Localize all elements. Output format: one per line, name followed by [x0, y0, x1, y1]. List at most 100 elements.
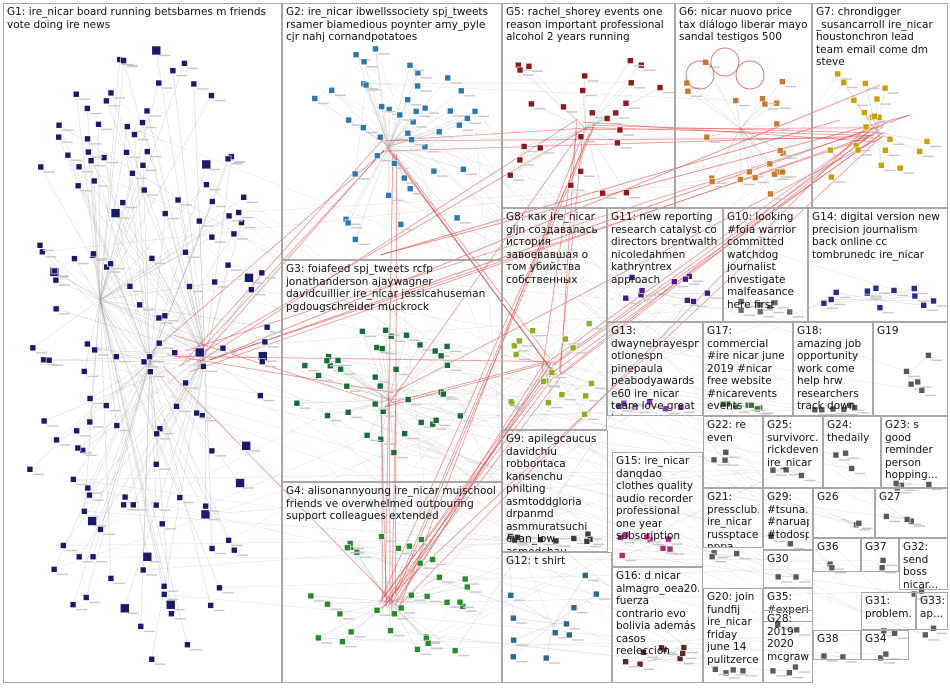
node-g1 [53, 436, 60, 444]
node-g1 [91, 346, 98, 354]
group-box-g36 [813, 538, 861, 572]
group-box-g38 [813, 630, 861, 660]
node-g1 [258, 358, 266, 365]
node-g13 [620, 400, 628, 408]
node-g5 [516, 156, 524, 164]
edge [388, 99, 408, 147]
edge [876, 132, 882, 166]
node-g1 [102, 402, 110, 409]
node-g1 [202, 502, 209, 510]
edge [156, 354, 206, 465]
edge [740, 81, 783, 129]
node-g1 [224, 155, 232, 163]
node-g4 [463, 583, 471, 591]
node-g1 [261, 338, 269, 346]
edge [363, 127, 915, 297]
node-g14 [872, 285, 880, 292]
edge [75, 94, 101, 301]
node-g1 [137, 623, 145, 630]
node-g1 [85, 148, 92, 156]
edge [314, 61, 365, 99]
group-box-g23 [881, 416, 948, 488]
node-g1 [103, 97, 110, 105]
node-g6 [746, 168, 753, 176]
node-g1 [87, 516, 97, 526]
node-g10 [786, 308, 793, 316]
edge [327, 415, 433, 560]
node-g14 [930, 297, 937, 305]
group-box-g7 [812, 3, 948, 208]
node-g5 [581, 72, 588, 80]
edge [428, 469, 787, 644]
edge-highlight [185, 128, 586, 363]
node-g1 [75, 553, 83, 561]
node-g7 [873, 95, 881, 103]
edge [185, 382, 726, 461]
edge [654, 653, 683, 661]
node-g1 [52, 276, 60, 284]
edge [243, 197, 844, 658]
node-g1 [130, 501, 137, 509]
edge [399, 114, 787, 471]
edge [32, 347, 772, 537]
edge [388, 596, 428, 602]
node-g15 [643, 533, 651, 541]
node-g14 [920, 301, 928, 309]
group-box-g29 [763, 488, 813, 550]
node-g4 [443, 599, 451, 606]
node-g11 [622, 294, 630, 302]
node-g4 [451, 647, 459, 654]
edge [106, 361, 151, 406]
node-g17 [719, 400, 727, 408]
edge-highlight [196, 150, 385, 355]
edge [380, 385, 852, 469]
node-g27 [883, 513, 890, 520]
edge-highlight [555, 126, 875, 378]
edge [706, 128, 741, 138]
node-g5 [567, 181, 575, 189]
edge [551, 367, 592, 384]
edge [54, 271, 206, 356]
edge [328, 356, 390, 401]
node-g1 [107, 89, 115, 97]
node-g3 [401, 430, 408, 437]
edge-highlight [379, 114, 911, 256]
node-g7 [916, 148, 924, 155]
node-g19 [925, 352, 932, 359]
node-g12 [510, 614, 517, 622]
node-g37 [878, 564, 886, 571]
edge [337, 360, 815, 410]
edge-highlight [560, 121, 577, 375]
edge [388, 350, 436, 401]
edge [42, 251, 151, 363]
group-box-g32 [899, 538, 948, 590]
edge [365, 84, 390, 147]
edge-highlight [398, 130, 585, 610]
edge [159, 354, 206, 429]
edge [99, 184, 207, 301]
edge-highlight [392, 152, 551, 360]
node-g3 [432, 416, 440, 424]
edge [89, 354, 206, 496]
edge [388, 146, 402, 225]
edge [388, 114, 401, 147]
edge [99, 252, 186, 301]
edge [84, 299, 101, 512]
edge [388, 124, 460, 147]
node-g6 [779, 78, 786, 85]
node-g5 [623, 189, 630, 197]
node-g6 [761, 100, 769, 108]
node-g16 [658, 644, 665, 652]
edge [149, 361, 157, 506]
node-g1 [219, 344, 227, 352]
node-g5 [588, 109, 596, 117]
node-g5 [614, 139, 621, 147]
node-g1 [84, 135, 91, 143]
node-g1 [230, 546, 238, 554]
node-g1 [207, 602, 214, 609]
edge [735, 100, 741, 129]
edge [388, 399, 422, 423]
edge-highlight [391, 402, 396, 612]
edge [58, 125, 895, 634]
node-g1 [160, 591, 168, 598]
